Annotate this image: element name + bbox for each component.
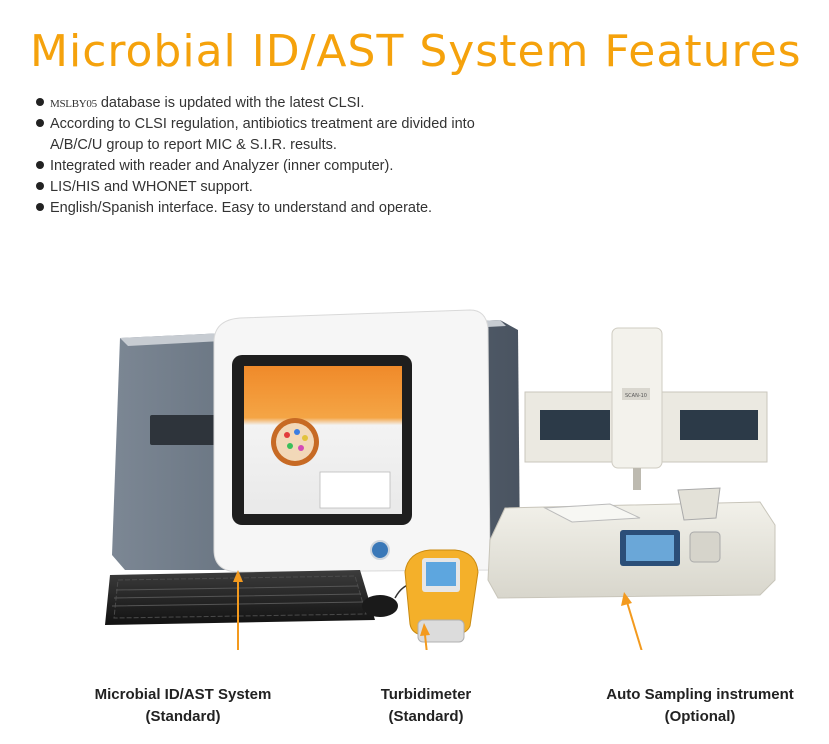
label-line: Auto Sampling instrument	[606, 686, 794, 703]
label-line: (Standard)	[145, 708, 221, 725]
feature-item: According to CLSI regulation, antibiotic…	[36, 114, 475, 135]
turbidimeter-device	[404, 549, 479, 643]
label-line: (Optional)	[664, 708, 736, 725]
feature-item-continuation: A/B/C/U group to report MIC & S.I.R. res…	[36, 135, 475, 156]
label-line: (Standard)	[388, 708, 464, 725]
bullet-icon	[36, 182, 44, 190]
callout-arrows	[233, 570, 643, 650]
feature-item: MSLBY05 database is updated with the lat…	[36, 93, 475, 114]
auto-sampler-device: SCAN-10	[487, 327, 776, 599]
feature-text: LIS/HIS and WHONET support.	[50, 179, 253, 195]
product-photo: SCAN-10	[105, 309, 776, 650]
bullet-icon	[36, 119, 44, 127]
analyzer-device	[112, 309, 520, 573]
feature-text: database is updated with the latest CLSI…	[96, 95, 365, 111]
bullet-icon	[36, 161, 44, 169]
bullet-icon	[36, 203, 44, 211]
label-microbial-system: Microbial ID/AST System (Standard)	[68, 684, 298, 728]
feature-text: English/Spanish interface. Easy to under…	[50, 200, 433, 216]
page-title: Microbial ID/AST System Features	[30, 26, 802, 77]
label-line: Turbidimeter	[380, 686, 472, 703]
bullet-icon	[36, 98, 44, 106]
sampler-tag: SCAN-10	[625, 393, 647, 399]
label-turbidimeter: Turbidimeter (Standard)	[356, 684, 496, 728]
label-auto-sampler: Auto Sampling instrument (Optional)	[584, 684, 816, 728]
feature-list: MSLBY05 database is updated with the lat…	[36, 93, 475, 219]
feature-text: According to CLSI regulation, antibiotic…	[50, 116, 475, 132]
database-code: MSLBY05	[50, 98, 97, 110]
feature-item: Integrated with reader and Analyzer (inn…	[36, 156, 475, 177]
feature-item: English/Spanish interface. Easy to under…	[36, 198, 475, 219]
feature-text: Integrated with reader and Analyzer (inn…	[50, 158, 394, 174]
label-line: Microbial ID/AST System	[94, 686, 272, 703]
feature-item: LIS/HIS and WHONET support.	[36, 177, 475, 198]
feature-text: A/B/C/U group to report MIC & S.I.R. res…	[50, 137, 337, 153]
